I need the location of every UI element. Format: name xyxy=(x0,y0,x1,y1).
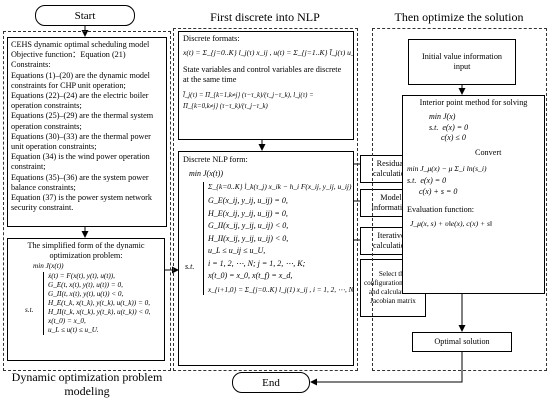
ipm-ineq: c(x) ≤ 0 xyxy=(429,133,466,143)
nlp-gi: G_II(x_ij, y_ij, u_ij) < 0, xyxy=(208,221,289,231)
optimal-solution-label: Optimal solution xyxy=(434,336,490,346)
evaluation-math: J_μ(x, s) + υ‖e(x), c(x) + s‖ xyxy=(410,218,493,228)
nlp-collocation: Σ_{k=0..K} l̇_k(τ_j) x_ik − h_i F(x_ij, … xyxy=(208,181,354,191)
simplified-st: s.t. xyxy=(25,306,34,315)
initial-value-box: Initial value information input xyxy=(408,39,516,85)
model-info-label: Model information xyxy=(371,192,411,212)
nlp-indices: i = 1, 2, ⋯, N; j = 1, 2, ⋯, K; xyxy=(208,258,306,268)
discrete-region xyxy=(173,28,358,371)
formats-title: Discrete formats: xyxy=(183,34,240,43)
optimal-solution-box: Optimal solution xyxy=(412,332,512,352)
cehs-objective: Objective function：Equation (21) xyxy=(11,50,126,60)
cehs-title: CEHS dynamic optimal scheduling model xyxy=(11,40,150,49)
nlp-st: s.t. xyxy=(185,261,195,271)
optimize-region-title: Then optimize the solution xyxy=(394,10,524,24)
start-terminal: Start xyxy=(35,5,135,26)
cehs-constraint-wind: Equation (34) is the wind power operatio… xyxy=(11,152,150,172)
formats-math: x(t) = Σ_{j=0..K} l_j(τ) x_ij , u(t) = Σ… xyxy=(183,48,354,58)
formats-lagrange: l̄_j(τ) = Π_{k=1,k≠j} (τ−τ_k)/(τ_j−τ_k),… xyxy=(183,92,314,110)
jacobian-label: Select the configuration points and calc… xyxy=(363,270,423,305)
cehs-constraint-network: Equation (37) is the power system networ… xyxy=(11,193,152,213)
simplified-he: H_E(t_k, x(t_k), y(t_k), u(t_k)) = 0, xyxy=(48,299,151,308)
modeling-region xyxy=(3,31,171,371)
nlp-he: H_E(x_ij, y_ij, u_ij) = 0, xyxy=(208,208,288,218)
convert-label: Convert xyxy=(475,147,502,157)
ipm-eq: s.t. e(x) = 0 xyxy=(429,122,469,132)
nlp-continuity: x_{i+1,0} = Σ_{j=0..K} l_j(1) x_ij , i =… xyxy=(208,285,354,294)
residual-label: Residual calculation xyxy=(373,158,409,178)
nlp-boundary: x(t_0) = x_0, x(t_f) = x_d, xyxy=(208,271,293,281)
nlp-hi: H_II(x_ij, y_ij, u_ij) < 0, xyxy=(208,233,289,243)
simplified-ge: G_E(t, x(t), y(t), u(t)) = 0, xyxy=(48,281,123,290)
simplified-title: The simplified form of the dynamic optim… xyxy=(27,241,145,261)
interior-point-box: Interior point method for solving min J(… xyxy=(402,95,545,294)
cehs-constraint-thermal-system: Equations (25)–(29) are the thermal syst… xyxy=(11,111,154,131)
modeling-region-title: Dynamic optimization problem modeling xyxy=(11,370,163,398)
ipm-objective: min J(x) xyxy=(429,112,456,122)
simplified-bounds: u_L ≤ u(t) ≤ u_U. xyxy=(48,326,99,335)
cehs-constraint-balance: Equations (35)–(36) are the system power… xyxy=(11,172,149,192)
discrete-region-title: First discrete into NLP xyxy=(210,10,320,24)
start-label: Start xyxy=(74,9,96,22)
discrete-nlp-box: Discrete NLP form: min J(x(t)) s.t. Σ_{k… xyxy=(178,151,354,366)
cehs-constraint-boiler: Equations (22)–(24) are the electric boi… xyxy=(11,91,149,111)
nlp-ge: G_E(x_ij, y_ij, u_ij) = 0, xyxy=(208,196,288,206)
formats-state-text: State variables and control variables ar… xyxy=(183,64,342,84)
nlp-title: Discrete NLP form: xyxy=(183,155,248,164)
iterative-label: Iterative calculation xyxy=(373,230,409,250)
discrete-formats-box: Discrete formats: x(t) = Σ_{j=0..K} l_j(… xyxy=(178,31,354,140)
simplified-hi: H_II(t_k, x(t_k), y(t_k), u(t_k)) < 0, xyxy=(48,308,151,317)
optimize-region xyxy=(372,28,547,371)
nlp-objective: min J(x(t)) xyxy=(189,169,223,179)
nlp-constraints: Σ_{k=0..K} l̇_k(τ_j) x_ik − h_i F(x_ij, … xyxy=(203,181,354,296)
ipm-title: Interior point method for solving xyxy=(419,98,528,107)
cehs-constraint-thermal-power: Equations (30)–(33) are the thermal powe… xyxy=(11,131,151,152)
cehs-constraint-chp: Equations (1)–(20) are the dynamic model… xyxy=(11,70,150,90)
cehs-model-box: CEHS dynamic optimal scheduling model Ob… xyxy=(7,37,167,227)
simplified-gi: G_II(t, x(t), y(t), u(t)) < 0, xyxy=(48,290,124,299)
end-label: End xyxy=(262,376,280,389)
simplified-initial: x(t_0) = x_0, xyxy=(48,317,86,326)
end-terminal: End xyxy=(232,372,310,393)
initial-value-label: Initial value information input xyxy=(421,51,503,71)
arrow-optimal-to-end xyxy=(310,352,463,386)
barrier-ineq: c(x) + s = 0 xyxy=(407,186,458,196)
simplified-dynamics: ẋ(t) = F(x(t), y(t), u(t)), xyxy=(48,272,115,281)
evaluation-title: Evaluation function: xyxy=(407,205,475,215)
nlp-bounds: u_L ≤ u_ij ≤ u_U, xyxy=(208,246,266,256)
simplified-problem-box: The simplified form of the dynamic optim… xyxy=(7,238,165,361)
barrier-objective: min J_μ(x) − μ Σ_i ln(s_i) xyxy=(407,163,487,173)
barrier-eq: s.t. e(x) = 0 xyxy=(407,176,447,186)
simplified-objective: min J(x(t)) xyxy=(33,262,64,271)
cehs-constraints-heading: Constraints: xyxy=(11,60,51,70)
simplified-constraints: ẋ(t) = F(x(t), y(t), u(t)), G_E(t, x(t),… xyxy=(43,272,161,336)
